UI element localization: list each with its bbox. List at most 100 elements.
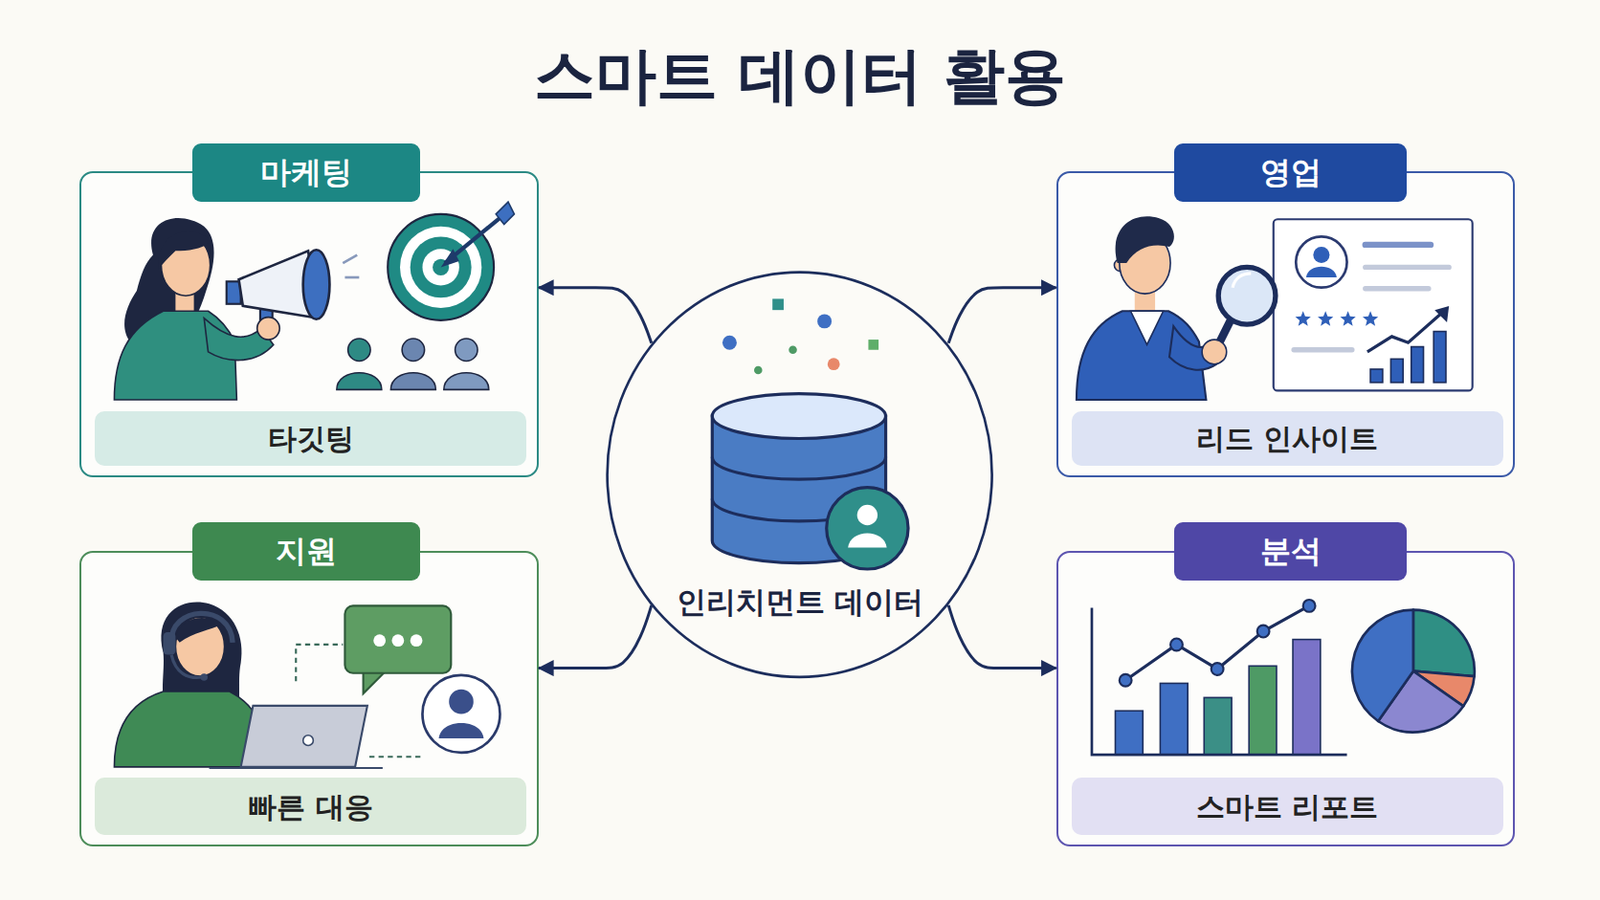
profile-card — [1317, 311, 1334, 326]
profile-card — [1411, 347, 1424, 383]
sales-figure — [1134, 288, 1156, 315]
audience-icons — [348, 338, 371, 361]
database-icon — [711, 416, 886, 564]
data-particles — [867, 339, 879, 351]
panel-tab: 마케팅 — [192, 143, 421, 202]
data-particles — [722, 298, 879, 375]
sales-figure — [1119, 232, 1171, 294]
marketer-figure — [257, 317, 280, 340]
connector-arrow — [948, 288, 1056, 344]
node-label: 인리치먼트 데이터 — [605, 585, 994, 619]
target-icon — [495, 201, 514, 224]
category-panel: 마케팅타깃팅 — [79, 171, 539, 478]
profile-card — [1370, 369, 1383, 383]
support-figure — [175, 617, 224, 677]
profile-card — [1362, 311, 1378, 326]
connector-arrow — [948, 605, 1056, 669]
bar-line-chart — [1170, 639, 1183, 652]
category-panel: 영업리드 인사이트 — [1056, 171, 1516, 478]
marketer-figure — [113, 218, 359, 400]
profile-card — [1365, 286, 1429, 291]
chat-bubble — [410, 634, 423, 647]
profile-card — [1365, 265, 1449, 270]
hub-label-holder: 인리치먼트 데이터 — [605, 585, 994, 619]
sales-figure — [1232, 273, 1251, 289]
profile-card — [1340, 311, 1356, 326]
caption-band: 스마트 리포트 — [1071, 777, 1504, 836]
database-icon — [711, 394, 886, 564]
panel-tab: 지원 — [192, 522, 421, 581]
panel-tab: 영업 — [1174, 143, 1407, 202]
data-particles — [788, 345, 798, 355]
audience-icons — [390, 373, 436, 391]
target-icon — [432, 259, 449, 276]
sales-figure — [1076, 216, 1276, 400]
chat-bubble — [363, 671, 386, 694]
chat-bubble — [391, 634, 404, 647]
target-icon — [410, 236, 472, 298]
support-figure — [175, 618, 223, 644]
connector-arrow — [538, 605, 652, 669]
data-particles — [722, 335, 737, 351]
node-label: 마케팅 — [260, 155, 353, 190]
marketer-figure — [157, 231, 211, 269]
support-figure — [161, 601, 243, 716]
target-icon — [444, 216, 503, 264]
target-icon — [400, 226, 482, 309]
marketer-figure — [124, 218, 215, 343]
profile-card — [1434, 306, 1449, 323]
target-icon — [387, 201, 514, 321]
data-particles — [772, 298, 784, 311]
sales-figure — [1130, 311, 1163, 345]
bar-line-chart — [1303, 600, 1316, 613]
data-particles — [827, 357, 841, 371]
customer-avatar — [439, 723, 485, 739]
database-icon — [711, 394, 886, 440]
profile-card — [1367, 311, 1444, 353]
profile-card — [1273, 219, 1473, 391]
node-label: 영업 — [1260, 155, 1322, 190]
caption-band: 타깃팅 — [94, 411, 527, 467]
marketer-figure — [344, 276, 359, 280]
support-figure — [303, 735, 314, 747]
marketer-figure — [303, 249, 331, 320]
sales-figure — [1113, 259, 1127, 272]
marketer-figure — [160, 234, 210, 296]
pie-chart — [1352, 610, 1414, 722]
profile-card — [1433, 332, 1446, 383]
bar-line-chart — [1125, 605, 1310, 681]
support-figure — [171, 613, 233, 643]
node-label: 지원 — [275, 534, 337, 569]
category-panel: 지원빠른 대응 — [79, 551, 539, 847]
node-label: 리드 인사이트 — [1196, 422, 1378, 455]
pie-chart — [1413, 671, 1475, 708]
node-label: 타깃팅 — [267, 422, 355, 455]
profile-card — [1273, 219, 1473, 391]
customer-avatar — [369, 675, 500, 757]
chat-bubble — [344, 605, 451, 673]
user-badge — [826, 488, 909, 570]
support-figure — [113, 601, 382, 768]
bar-line-chart — [1091, 600, 1348, 756]
chat-bubble — [295, 644, 343, 682]
customer-avatar — [369, 755, 425, 758]
database-icon — [711, 457, 886, 480]
illustration-layer — [113, 201, 1474, 769]
support-figure — [241, 706, 368, 768]
node-label: 스마트 리포트 — [1196, 791, 1378, 823]
user-badge — [857, 505, 878, 526]
panel-tab: 분석 — [1174, 522, 1407, 581]
profile-card — [1293, 347, 1353, 353]
marketer-figure — [113, 311, 237, 400]
sales-figure — [1115, 216, 1175, 264]
audience-icons — [444, 373, 489, 391]
bar-line-chart — [1203, 697, 1232, 756]
marketer-figure — [175, 288, 194, 313]
marketer-figure — [203, 318, 274, 361]
customer-avatar — [422, 675, 500, 754]
customer-avatar — [448, 689, 474, 715]
sales-figure — [1076, 311, 1206, 400]
diagram-title: 스마트 데이터 활용 — [0, 42, 1600, 110]
audience-icons — [336, 373, 382, 391]
marketer-figure — [239, 250, 319, 318]
